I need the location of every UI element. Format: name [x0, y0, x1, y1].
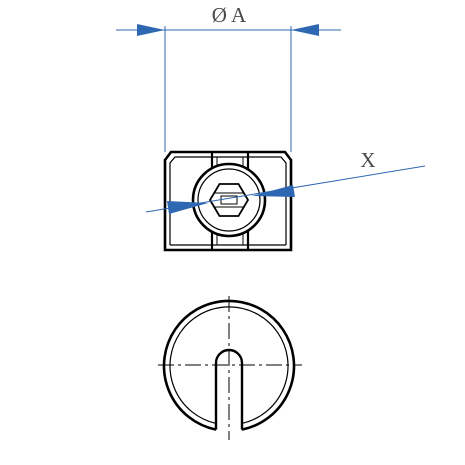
inner-ring — [169, 306, 289, 424]
screw-head-inner — [197, 168, 261, 232]
screw-head-outer — [191, 162, 267, 238]
front-view — [163, 150, 293, 252]
bottom-view — [158, 296, 302, 440]
body-outline — [163, 150, 293, 252]
cable-slot — [214, 348, 244, 430]
cable-axis-arrowhead-right — [252, 185, 295, 197]
cable-axis-arrowhead-left — [167, 201, 208, 214]
dimension-arrowhead-right — [291, 24, 319, 36]
diameter-dimension: Ø A — [116, 3, 341, 152]
dimension-arrowhead-left — [137, 24, 165, 36]
diameter-label: Ø A — [212, 3, 247, 27]
cable-axis-label: X — [360, 148, 375, 172]
hex-socket — [208, 183, 250, 217]
outer-ring — [162, 299, 296, 431]
body-inner-outline — [169, 156, 287, 245]
cable-axis: X — [145, 148, 426, 214]
